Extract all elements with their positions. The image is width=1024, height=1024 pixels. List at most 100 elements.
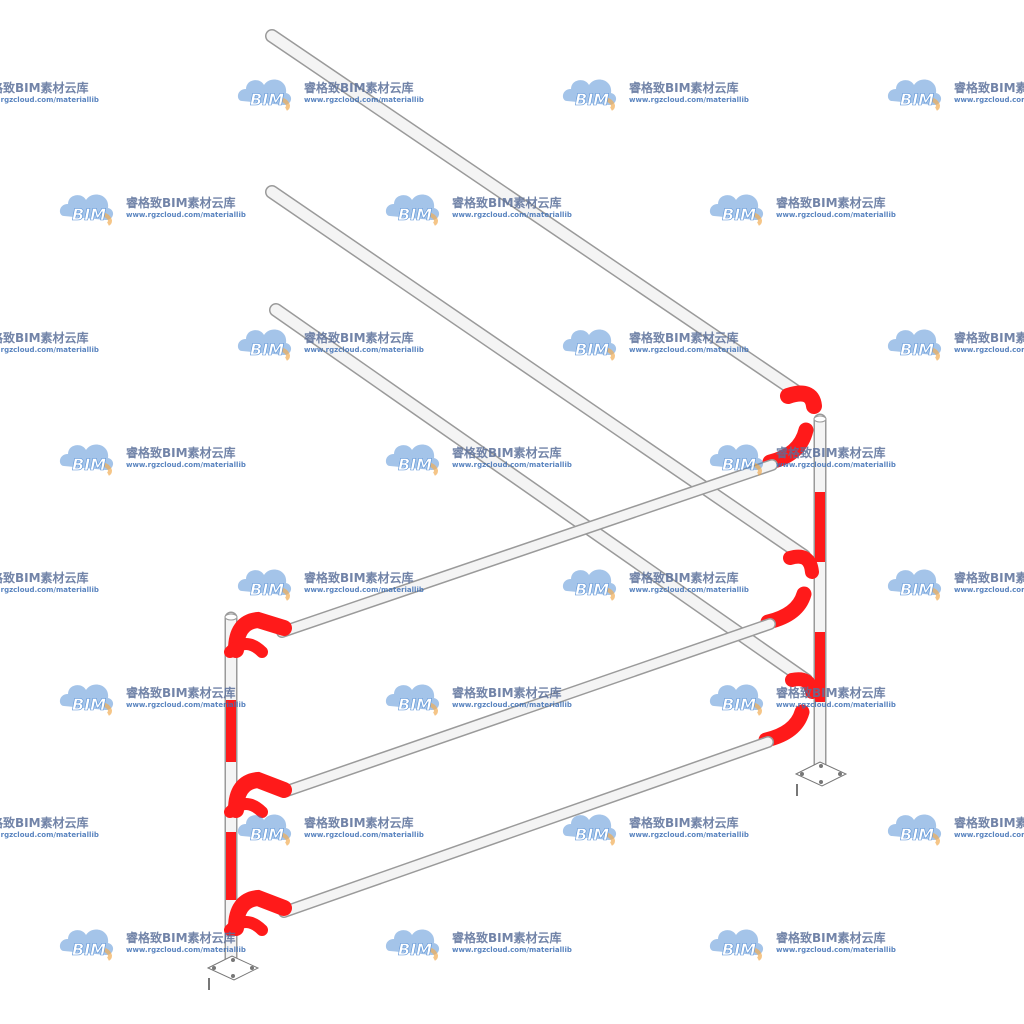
- watermark-stamp: BIM 睿格致BIM素材云库www.rgzcloud.com/materialli…: [885, 77, 1024, 111]
- watermark-url-text: www.rgzcloud.com/materiallib: [954, 96, 1024, 104]
- watermark-url-text: www.rgzcloud.com/materiallib: [629, 346, 749, 354]
- watermark-url-text: www.rgzcloud.com/materiallib: [452, 211, 572, 219]
- watermark-logo-text: BIM: [250, 825, 284, 844]
- watermark-stamp: BIM 睿格致BIM素材云库www.rgzcloud.com/materialli…: [560, 327, 749, 361]
- watermark-url-text: www.rgzcloud.com/materiallib: [304, 346, 424, 354]
- watermark-brand-text: 睿格致BIM素材云库: [452, 445, 562, 460]
- watermark-logo-text: BIM: [722, 205, 756, 224]
- watermark-logo-text: BIM: [72, 205, 106, 224]
- watermark-brand-text: 睿格致BIM素材云库: [126, 930, 236, 945]
- watermark-stamp: BIM 睿格致BIM素材云库www.rgzcloud.com/materialli…: [707, 442, 896, 476]
- base-plate-left: [206, 955, 260, 990]
- watermark-logo-text: BIM: [900, 90, 934, 109]
- watermark-brand-text: 睿格致BIM素材云库: [629, 330, 739, 345]
- watermark-stamp: BIM睿格致BIM素材云库www.rgzcloud.com/materialli…: [885, 567, 1024, 601]
- base-plate-right: [794, 761, 848, 796]
- watermark-stamp: BIM睿格致BIM素材云库www.rgzcloud.com/materialli…: [57, 442, 246, 476]
- watermark-logo-text: BIM: [722, 455, 756, 474]
- watermark-url-text: www.rgzcloud.com/materiallib: [0, 831, 99, 839]
- watermark-brand-text: 睿格致BIM素材云库: [126, 685, 236, 700]
- watermark-stamp: BIM睿格致BIM素材云库www.rgzcloud.com/materialli…: [57, 192, 246, 226]
- watermark-brand-text: 睿格致BIM素材云库: [629, 80, 739, 95]
- watermark-url-text: www.rgzcloud.com/materiallib: [954, 831, 1024, 839]
- watermark-brand-text: 睿格致BIM素材云库: [629, 570, 739, 585]
- watermark-stamp: BIM 睿格致BIM素材云库www.rgzcloud.com/materialli…: [383, 442, 572, 476]
- watermark-logo-text: BIM: [398, 455, 432, 474]
- watermark-stamp: BIM 睿格致BIM素材云库www.rgzcloud.com/materialli…: [235, 812, 424, 846]
- watermark-brand-text: 睿格致BIM素材云库: [954, 80, 1024, 95]
- watermark-logo-text: BIM: [398, 205, 432, 224]
- watermark-brand-text: 睿格致BIM素材云库: [0, 570, 89, 585]
- watermark-stamp: BIM睿格致BIM素材云库www.rgzcloud.com/materialli…: [0, 815, 99, 839]
- watermark-url-text: www.rgzcloud.com/materiallib: [776, 461, 896, 469]
- watermark-logo-text: BIM: [900, 825, 934, 844]
- watermark-logo-text: BIM: [250, 340, 284, 359]
- watermark-url-text: www.rgzcloud.com/materiallib: [126, 701, 246, 709]
- watermark-brand-text: 睿格致BIM素材云库: [954, 330, 1024, 345]
- watermark-stamp: BIM 睿格致BIM素材云库www.rgzcloud.com/materialli…: [57, 682, 246, 716]
- watermark-logo-text: BIM: [575, 580, 609, 599]
- watermark-brand-text: 睿格致BIM素材云库: [776, 445, 886, 460]
- watermark-stamp: BIM睿格致BIM素材云库www.rgzcloud.com/materialli…: [885, 327, 1024, 361]
- back-rails: [265, 29, 813, 687]
- watermark-brand-text: 睿格致BIM素材云库: [954, 570, 1024, 585]
- watermark-url-text: www.rgzcloud.com/materiallib: [0, 346, 99, 354]
- watermark-brand-text: 睿格致BIM素材云库: [304, 815, 414, 830]
- watermark-stamp: BIM睿格致BIM素材云库www.rgzcloud.com/materialli…: [0, 570, 99, 594]
- watermark-brand-text: 睿格致BIM素材云库: [954, 815, 1024, 830]
- watermark-stamp: BIM 睿格致BIM素材云库www.rgzcloud.com/materialli…: [57, 927, 246, 961]
- watermark-brand-text: 睿格致BIM素材云库: [126, 445, 236, 460]
- watermark-logo-text: BIM: [575, 340, 609, 359]
- watermark-url-text: www.rgzcloud.com/materiallib: [452, 461, 572, 469]
- watermark-logo-text: BIM: [398, 940, 432, 959]
- watermark-brand-text: 睿格致BIM素材云库: [304, 570, 414, 585]
- watermark-stamp: BIM睿格致BIM素材云库www.rgzcloud.com/materialli…: [560, 77, 749, 111]
- watermark-url-text: www.rgzcloud.com/materiallib: [0, 96, 99, 104]
- watermark-url-text: www.rgzcloud.com/materiallib: [0, 586, 99, 594]
- watermark-brand-text: 睿格致BIM素材云库: [452, 930, 562, 945]
- watermark-logo-text: BIM: [250, 90, 284, 109]
- watermark-brand-text: 睿格致BIM素材云库: [452, 685, 562, 700]
- watermark-brand-text: 睿格致BIM素材云库: [0, 815, 89, 830]
- watermark-brand-text: 睿格致BIM素材云库: [776, 195, 886, 210]
- watermark-url-text: www.rgzcloud.com/materiallib: [452, 946, 572, 954]
- watermark-logo-text: BIM: [250, 580, 284, 599]
- watermark-brand-text: 睿格致BIM素材云库: [304, 80, 414, 95]
- watermark-stamp: BIM睿格致BIM素材云库www.rgzcloud.com/materialli…: [0, 330, 99, 354]
- right-post: [813, 413, 827, 782]
- watermark-layer: BIM睿格致BIM素材云库www.rgzcloud.com/materialli…: [0, 77, 1024, 961]
- watermark-stamp: BIM 睿格致BIM素材云库www.rgzcloud.com/materialli…: [235, 567, 424, 601]
- watermark-logo-text: BIM: [398, 695, 432, 714]
- watermark-stamp: BIM 睿格致BIM素材云库www.rgzcloud.com/materialli…: [235, 77, 424, 111]
- watermark-url-text: www.rgzcloud.com/materiallib: [776, 211, 896, 219]
- front-rails: [276, 459, 778, 918]
- watermark-logo-text: BIM: [72, 695, 106, 714]
- watermark-stamp: BIM睿格致BIM素材云库www.rgzcloud.com/materialli…: [235, 327, 424, 361]
- watermark-stamp: BIM 睿格致BIM素材云库www.rgzcloud.com/materialli…: [560, 812, 749, 846]
- watermark-stamp: BIM睿格致BIM素材云库www.rgzcloud.com/materialli…: [0, 80, 99, 104]
- watermark-url-text: www.rgzcloud.com/materiallib: [126, 946, 246, 954]
- watermark-url-text: www.rgzcloud.com/materiallib: [304, 586, 424, 594]
- watermark-url-text: www.rgzcloud.com/materiallib: [629, 831, 749, 839]
- watermark-url-text: www.rgzcloud.com/materiallib: [452, 701, 572, 709]
- watermark-brand-text: 睿格致BIM素材云库: [0, 80, 89, 95]
- watermark-logo-text: BIM: [575, 825, 609, 844]
- watermark-stamp: BIM 睿格致BIM素材云库www.rgzcloud.com/materialli…: [383, 927, 572, 961]
- watermark-url-text: www.rgzcloud.com/materiallib: [776, 946, 896, 954]
- pipe-structure: [224, 29, 827, 975]
- watermark-url-text: www.rgzcloud.com/materiallib: [629, 586, 749, 594]
- watermark-logo-text: BIM: [722, 695, 756, 714]
- watermark-brand-text: 睿格致BIM素材云库: [629, 815, 739, 830]
- watermark-url-text: www.rgzcloud.com/materiallib: [304, 96, 424, 104]
- watermark-logo-text: BIM: [72, 940, 106, 959]
- watermark-brand-text: 睿格致BIM素材云库: [452, 195, 562, 210]
- watermark-stamp: BIM睿格致BIM素材云库www.rgzcloud.com/materialli…: [707, 682, 896, 716]
- watermark-url-text: www.rgzcloud.com/materiallib: [304, 831, 424, 839]
- watermark-brand-text: 睿格致BIM素材云库: [776, 930, 886, 945]
- watermark-url-text: www.rgzcloud.com/materiallib: [776, 701, 896, 709]
- watermark-logo-text: BIM: [900, 340, 934, 359]
- watermark-stamp: BIM 睿格致BIM素材云库www.rgzcloud.com/materialli…: [383, 682, 572, 716]
- left-elbows: [224, 611, 292, 936]
- watermark-stamp: BIM 睿格致BIM素材云库www.rgzcloud.com/materialli…: [885, 812, 1024, 846]
